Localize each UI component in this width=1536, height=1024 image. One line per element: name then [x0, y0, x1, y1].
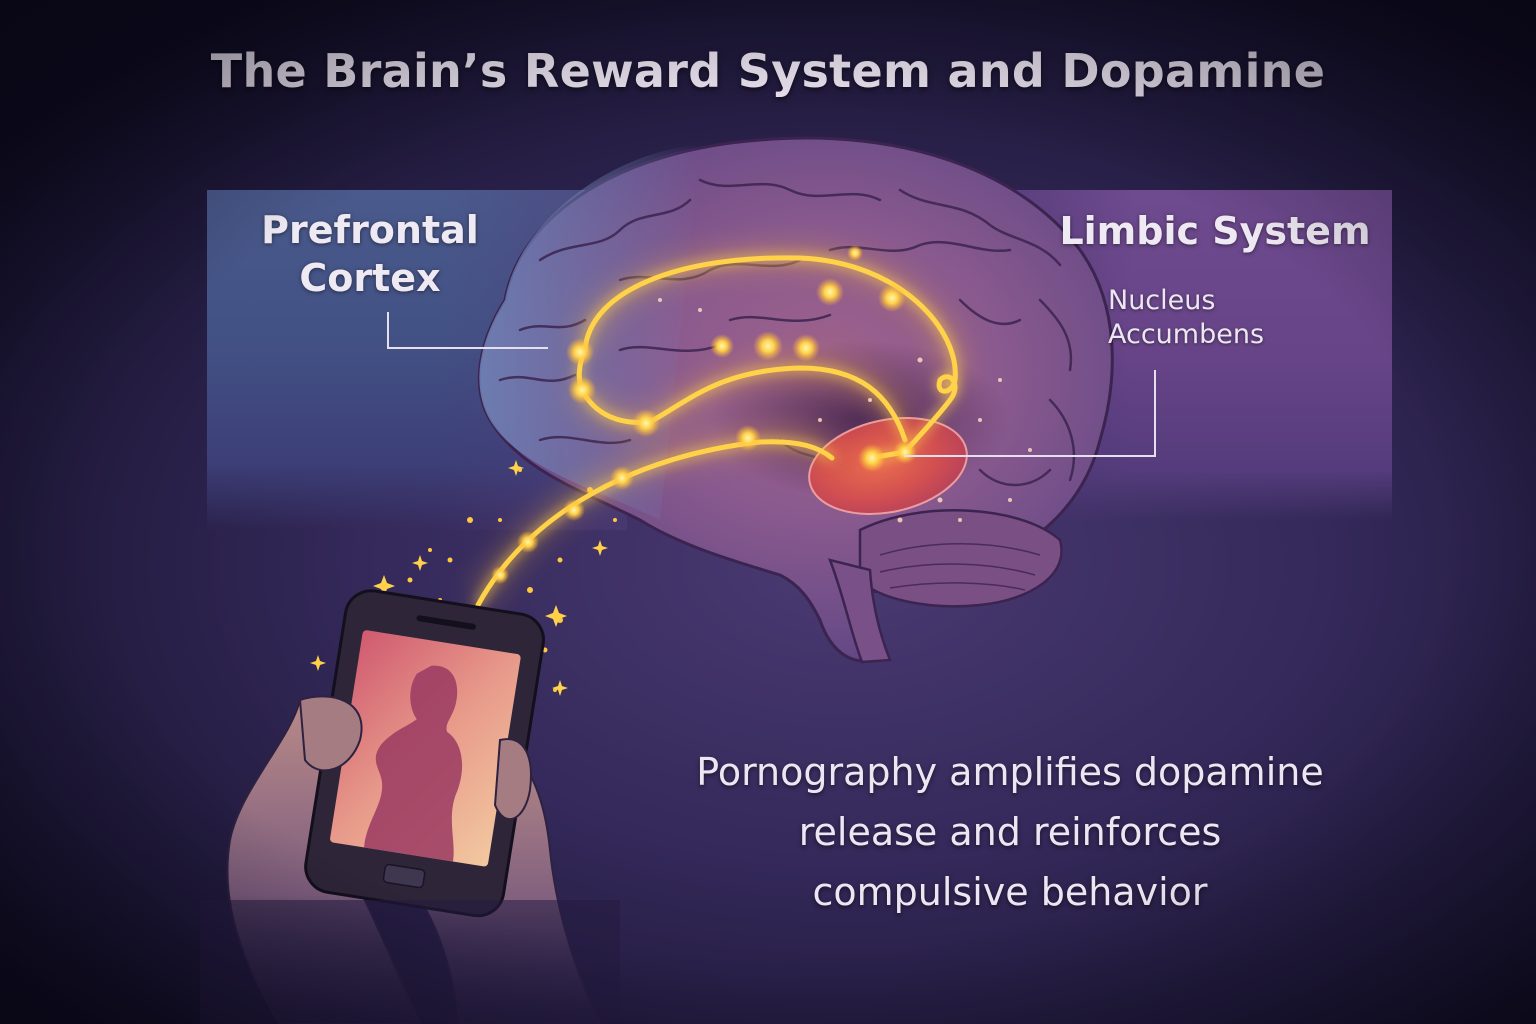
- limbic-system-label: Limbic System: [1059, 209, 1371, 253]
- nucleus-accumbens-label-line: Accumbens: [1108, 319, 1265, 350]
- hands-holding-phone: [200, 589, 620, 1024]
- prefrontal-cortex-label-line: Prefrontal: [261, 208, 479, 252]
- nucleus-accumbens-label: Nucleus Accumbens: [1108, 284, 1328, 352]
- page-title: The Brain’s Reward System and Dopamine: [210, 44, 1326, 98]
- nucleus-accumbens-label-line: Nucleus: [1108, 285, 1216, 316]
- caption-line: release and reinforces: [798, 810, 1222, 854]
- prefrontal-cortex-label: Prefrontal Cortex: [236, 206, 504, 302]
- right-thumb: [493, 738, 532, 820]
- caption: Pornography amplifies dopamine release a…: [620, 742, 1400, 922]
- prefrontal-cortex-label-line: Cortex: [299, 256, 441, 300]
- caption-line: Pornography amplifies dopamine: [696, 750, 1324, 794]
- caption-line: compulsive behavior: [812, 870, 1208, 914]
